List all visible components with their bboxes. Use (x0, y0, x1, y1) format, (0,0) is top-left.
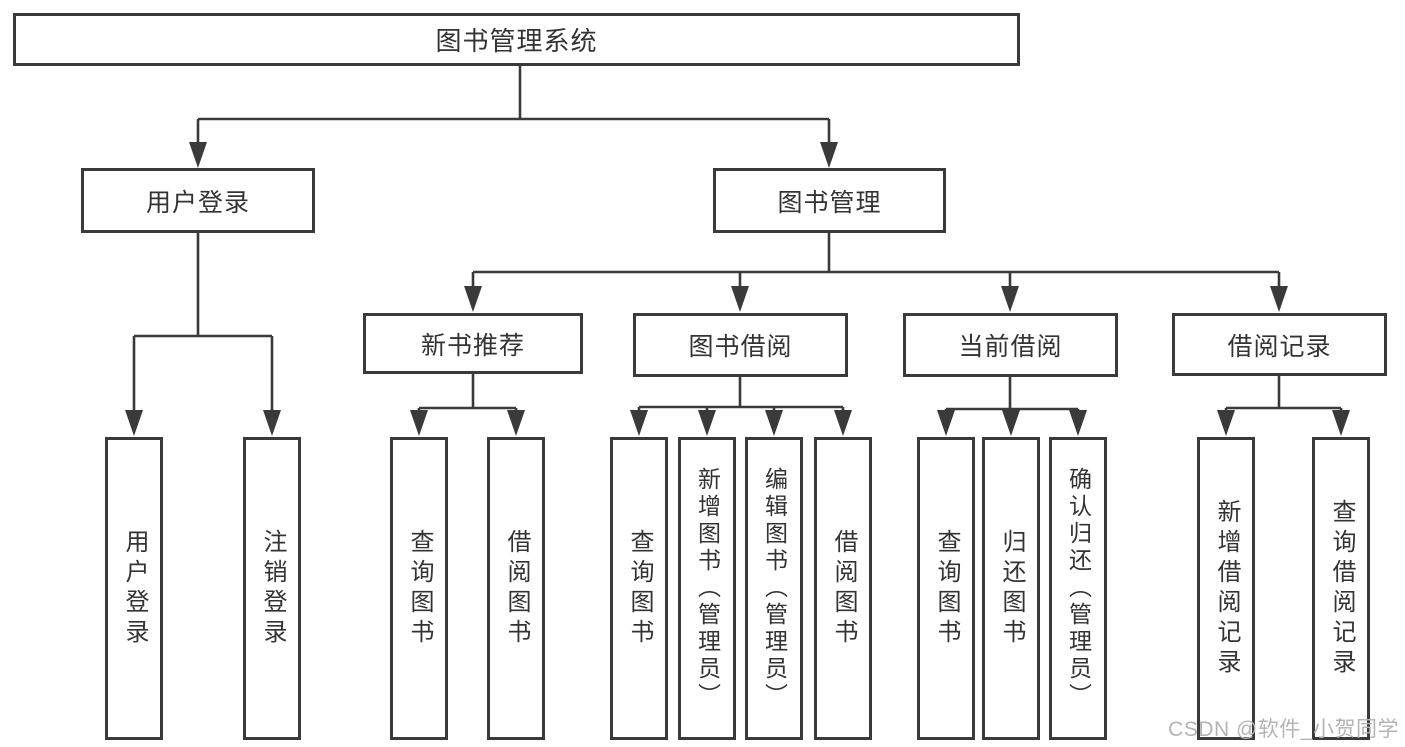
node-label: 图书借阅 (688, 333, 793, 361)
leaf-br-query-record: 查询借阅记录 (1312, 437, 1370, 740)
node-user-login: 用户登录 (81, 168, 315, 233)
node-borrowing-records: 借阅记录 (1172, 313, 1387, 376)
leaf-label: 用户登录 (121, 528, 148, 649)
node-label: 图书管理系统 (435, 26, 598, 56)
node-new-book-recommend: 新书推荐 (363, 313, 583, 374)
node-book-borrowing: 图书借阅 (633, 313, 848, 377)
leaf-bb-borrow-books: 借阅图书 (814, 437, 872, 740)
node-book-management: 图书管理 (713, 168, 946, 233)
leaf-label: 借阅图书 (503, 528, 530, 649)
leaf-label: 新增图书（管理员） (694, 467, 721, 710)
node-label: 图书管理 (777, 188, 882, 217)
node-label: 新书推荐 (420, 331, 525, 360)
node-label: 用户登录 (145, 188, 250, 217)
leaf-label: 新增借阅记录 (1213, 498, 1240, 679)
leaf-bb-add-books-admin: 新增图书（管理员） (678, 437, 736, 740)
csdn-watermark: CSDN @软件_小贺同学 (1168, 718, 1399, 741)
leaf-cb-confirm-return-admin: 确认归还（管理员） (1049, 437, 1107, 740)
leaf-label: 确认归还（管理员） (1065, 467, 1092, 710)
leaf-label: 编辑图书（管理员） (761, 467, 788, 710)
leaf-label: 归还图书 (998, 528, 1025, 649)
leaf-label: 查询图书 (406, 528, 433, 649)
leaf-user-login: 用户登录 (105, 437, 163, 740)
leaf-cb-query-books: 查询图书 (917, 437, 975, 740)
leaf-cb-return-books: 归还图书 (982, 437, 1040, 740)
node-label: 借阅记录 (1227, 332, 1332, 361)
leaf-label: 注销登录 (259, 528, 286, 649)
leaf-label: 查询图书 (626, 528, 653, 649)
leaf-nbr-borrow-books: 借阅图书 (487, 437, 545, 740)
leaf-br-add-record: 新增借阅记录 (1197, 437, 1255, 740)
node-label: 当前借阅 (958, 333, 1063, 361)
leaf-label: 查询借阅记录 (1328, 498, 1355, 679)
leaf-bb-edit-books-admin: 编辑图书（管理员） (745, 437, 803, 740)
node-library-management-system: 图书管理系统 (13, 13, 1020, 66)
leaf-label: 查询图书 (933, 528, 960, 649)
node-current-borrowing: 当前借阅 (903, 313, 1118, 377)
leaf-nbr-query-books: 查询图书 (390, 437, 448, 740)
leaf-logout: 注销登录 (243, 437, 301, 740)
leaf-label: 借阅图书 (830, 528, 857, 649)
leaf-bb-query-books: 查询图书 (610, 437, 668, 740)
